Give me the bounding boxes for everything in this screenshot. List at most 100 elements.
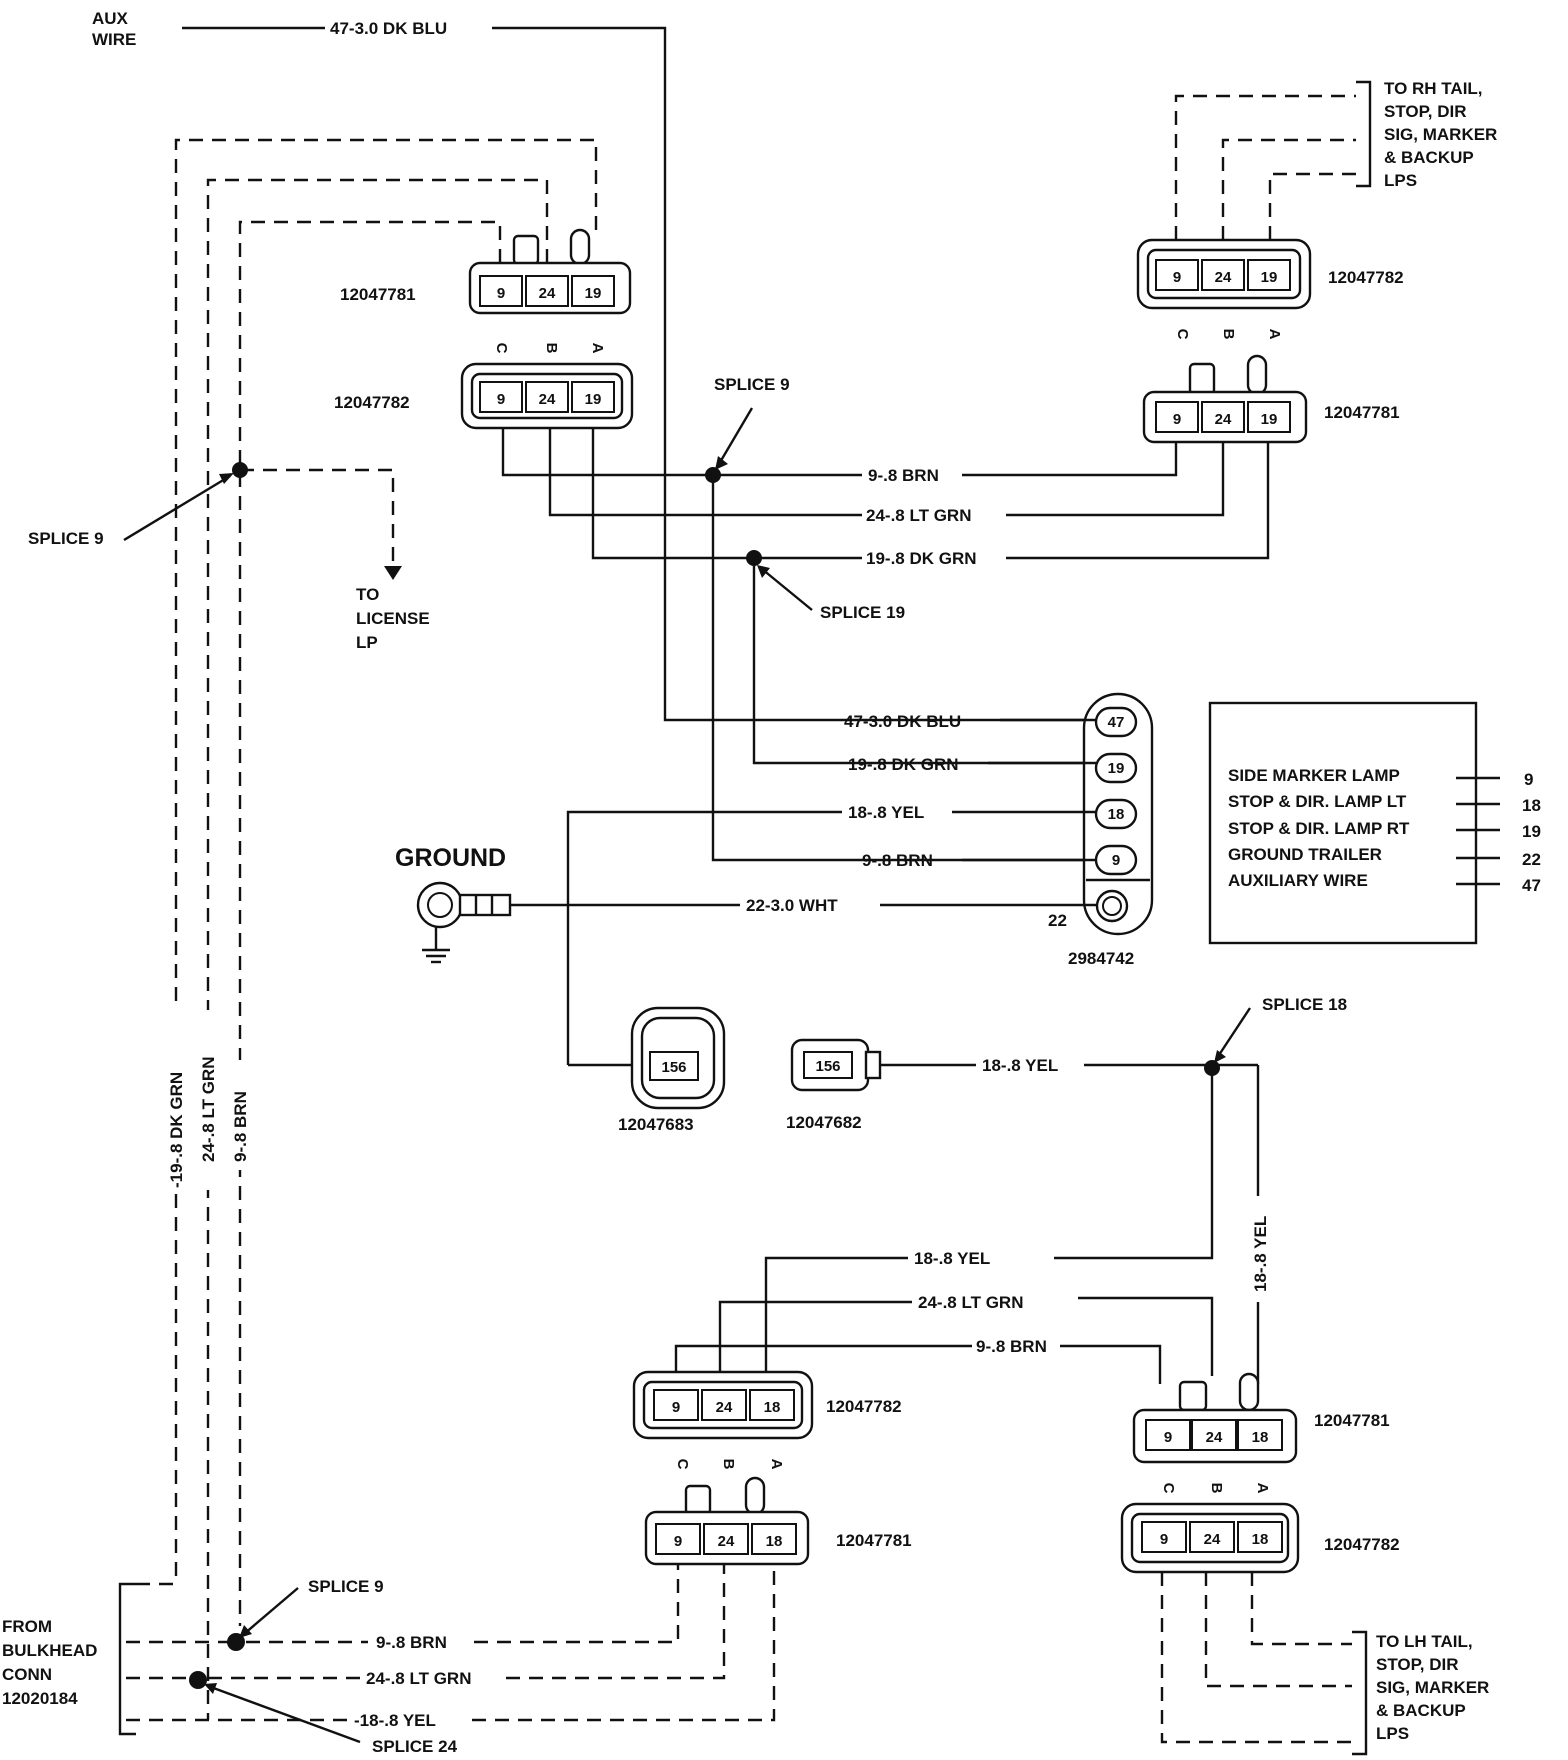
lh-note-line1: TO LH TAIL, [1376, 1632, 1473, 1651]
upper-wires: 9-.8 BRN 24-.8 LT GRN 19-.8 DK GRN SPLIC… [501, 375, 1270, 862]
left-connector-pair: 9 24 19 12047781 C B A 9 24 19 12047782 [334, 228, 634, 430]
bulkhead-line3: CONN [2, 1665, 52, 1684]
aux-wire-label: 47-3.0 DK BLU [330, 19, 447, 38]
svg-text:C: C [1174, 329, 1191, 340]
bl-connector-bottom: 9 24 18 [644, 1510, 810, 1566]
svg-text:47: 47 [1108, 714, 1125, 731]
legend: SIDE MARKER LAMP STOP & DIR. LAMP LT STO… [1208, 701, 1541, 945]
svg-text:9: 9 [672, 1399, 680, 1416]
lh-note-line2: STOP, DIR [1376, 1655, 1459, 1674]
vertical-brn-label: 9-.8 BRN [231, 1091, 250, 1162]
left-top-part-number: 12047781 [340, 285, 416, 304]
svg-text:9: 9 [1160, 1531, 1168, 1548]
lh-top-part-number: 12047781 [1314, 1411, 1390, 1430]
svg-text:B: B [1220, 329, 1237, 340]
svg-text:C: C [493, 343, 510, 354]
socket-wire-yel: 18-.8 YEL [848, 803, 924, 822]
splice-18-label: SPLICE 18 [1262, 995, 1347, 1014]
left-connector-bottom: 9 24 19 [460, 362, 634, 430]
socket-wire-brn: 9-.8 BRN [862, 851, 933, 870]
rh-connector-top: 9 24 19 [1136, 238, 1312, 310]
ground: GROUND [395, 844, 512, 964]
small-connector-right: 156 12047682 18-.8 YEL [786, 1038, 1258, 1132]
legend-label-4: GROUND TRAILER [1228, 845, 1382, 864]
socket-ground-pin: 22 [1048, 911, 1067, 930]
vertical-ltgrn-label: 24-.8 LT GRN [199, 1057, 218, 1162]
svg-text:24: 24 [539, 285, 556, 302]
svg-text:24: 24 [718, 1533, 735, 1550]
bl-top-part-number: 12047782 [826, 1397, 902, 1416]
aux-label-line1: AUX [92, 9, 129, 28]
svg-text:156: 156 [815, 1058, 840, 1075]
svg-text:A: A [768, 1459, 785, 1470]
svg-text:C: C [674, 1459, 691, 1470]
bottom-wire-brn: 9-.8 BRN [376, 1633, 447, 1652]
legend-label-5: AUXILIARY WIRE [1228, 871, 1368, 890]
bl-connector-top: 9 24 18 [632, 1370, 814, 1440]
bl-wire-yel: 18-.8 YEL [914, 1249, 990, 1268]
license-line1: TO [356, 585, 379, 604]
left-bottom-part-number: 12047782 [334, 393, 410, 412]
svg-text:B: B [543, 343, 560, 354]
legend-num-4: 22 [1522, 850, 1541, 869]
lh-connector-top: 9 24 18 [1132, 1408, 1298, 1464]
small-connector-left: 156 12047683 [568, 1006, 726, 1134]
svg-text:B: B [1208, 1483, 1225, 1494]
bulkhead-line2: BULKHEAD [2, 1641, 97, 1660]
wire-label-dkgrn: 19-.8 DK GRN [866, 549, 977, 568]
lh-note-line5: LPS [1376, 1724, 1409, 1743]
svg-text:19: 19 [585, 285, 602, 302]
splice-9-bottom-label: SPLICE 9 [308, 1577, 384, 1596]
svg-text:9: 9 [1112, 852, 1120, 869]
bl-wire-brn: 9-.8 BRN [976, 1337, 1047, 1356]
svg-text:19: 19 [585, 391, 602, 408]
left-dashed-wires [174, 138, 598, 1720]
rh-note-line5: LPS [1384, 171, 1417, 190]
lh-bottom-part-number: 12047782 [1324, 1535, 1400, 1554]
socket-part-number: 2984742 [1068, 949, 1134, 968]
svg-text:18: 18 [766, 1533, 783, 1550]
socket-wire-dkblu: 47-3.0 DK BLU [844, 712, 961, 731]
bottom-wire-ltgrn: 24-.8 LT GRN [366, 1669, 471, 1688]
lh-note-line3: SIG, MARKER [1376, 1678, 1489, 1697]
svg-text:9: 9 [1173, 269, 1181, 286]
splice-9-center-label: SPLICE 9 [714, 375, 790, 394]
rh-connector-pair: 9 24 19 12047782 C B A 9 24 19 12047781 [1136, 238, 1404, 444]
svg-text:24: 24 [1204, 1531, 1221, 1548]
legend-num-2: 18 [1522, 796, 1541, 815]
vertical-yel-label: 18-.8 YEL [1251, 1216, 1270, 1292]
svg-text:A: A [1266, 329, 1283, 340]
splice-24-label: SPLICE 24 [372, 1737, 458, 1756]
socket-wire-wht: 22-3.0 WHT [746, 896, 838, 915]
rh-note-line1: TO RH TAIL, [1384, 79, 1483, 98]
legend-label-3: STOP & DIR. LAMP RT [1228, 819, 1410, 838]
svg-text:C: C [1160, 1483, 1177, 1494]
left-connector-top: 9 24 19 [468, 261, 632, 315]
svg-text:24: 24 [1215, 411, 1232, 428]
license-line2: LICENSE [356, 609, 430, 628]
svg-text:9: 9 [497, 391, 505, 408]
lh-dashed-wires: TO LH TAIL, STOP, DIR SIG, MARKER & BACK… [1160, 1572, 1489, 1756]
bottom-wire-yel: -18-.8 YEL [354, 1711, 436, 1730]
svg-text:A: A [589, 343, 606, 354]
svg-text:18: 18 [764, 1399, 781, 1416]
svg-text:24: 24 [539, 391, 556, 408]
svg-text:156: 156 [661, 1059, 686, 1076]
small-wire-yel: 18-.8 YEL [982, 1056, 1058, 1075]
bulkhead-line4: 12020184 [2, 1689, 78, 1708]
lh-connector-pair: 9 24 18 12047781 C B A 9 24 18 12047782 [1120, 1372, 1400, 1574]
svg-text:9: 9 [674, 1533, 682, 1550]
svg-text:B: B [720, 1459, 737, 1470]
splice-19-label: SPLICE 19 [820, 603, 905, 622]
ground-label: GROUND [395, 844, 506, 872]
rh-connector-bottom: 9 24 19 [1142, 390, 1308, 444]
svg-text:24: 24 [1215, 269, 1232, 286]
left-vertical-labels: -19-.8 DK GRN 24-.8 LT GRN 9-.8 BRN [167, 1010, 250, 1190]
splice-18: SPLICE 18 18-.8 YEL [1054, 995, 1347, 1384]
rh-note-line3: SIG, MARKER [1384, 125, 1497, 144]
main-socket: 47 19 18 9 22 2984742 [1048, 692, 1154, 968]
wire-label-ltgrn: 24-.8 LT GRN [866, 506, 971, 525]
lh-connector-bottom: 9 24 18 [1120, 1502, 1300, 1574]
legend-label-1: SIDE MARKER LAMP [1228, 766, 1400, 785]
svg-text:19: 19 [1261, 269, 1278, 286]
